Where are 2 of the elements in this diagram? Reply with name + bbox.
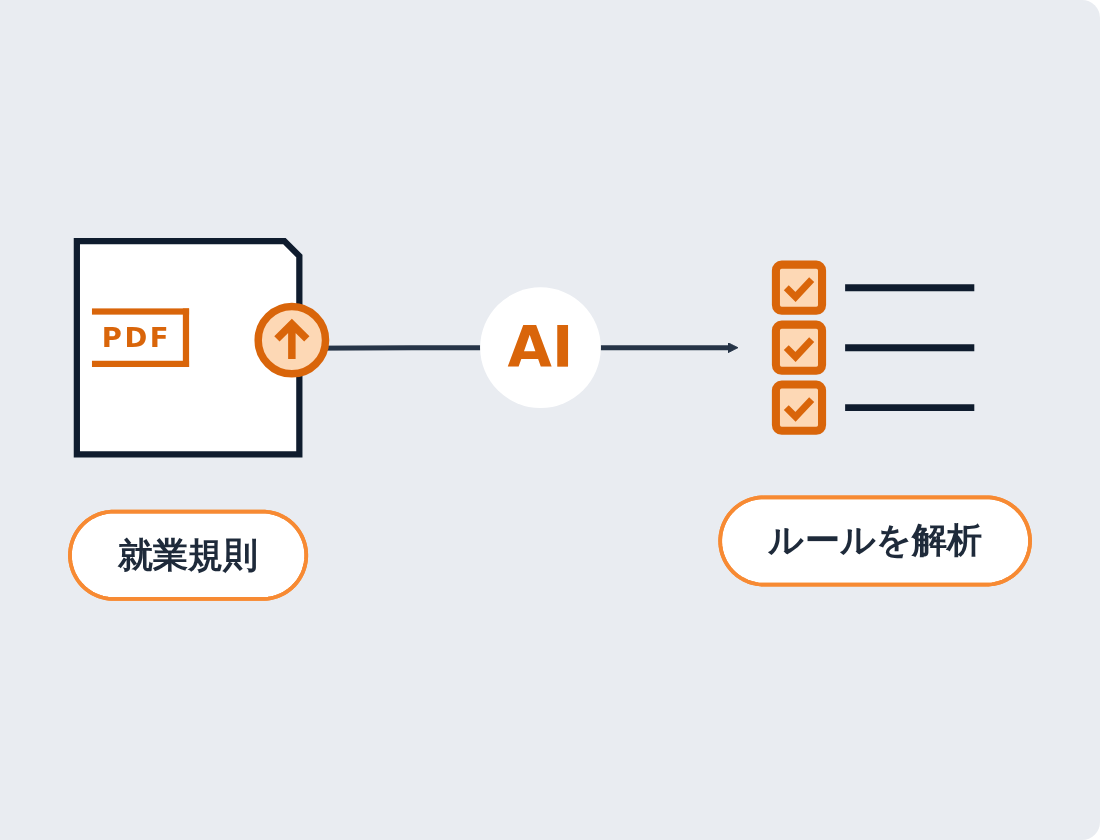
arrow <box>600 342 739 354</box>
node-circle: AI <box>480 287 601 408</box>
